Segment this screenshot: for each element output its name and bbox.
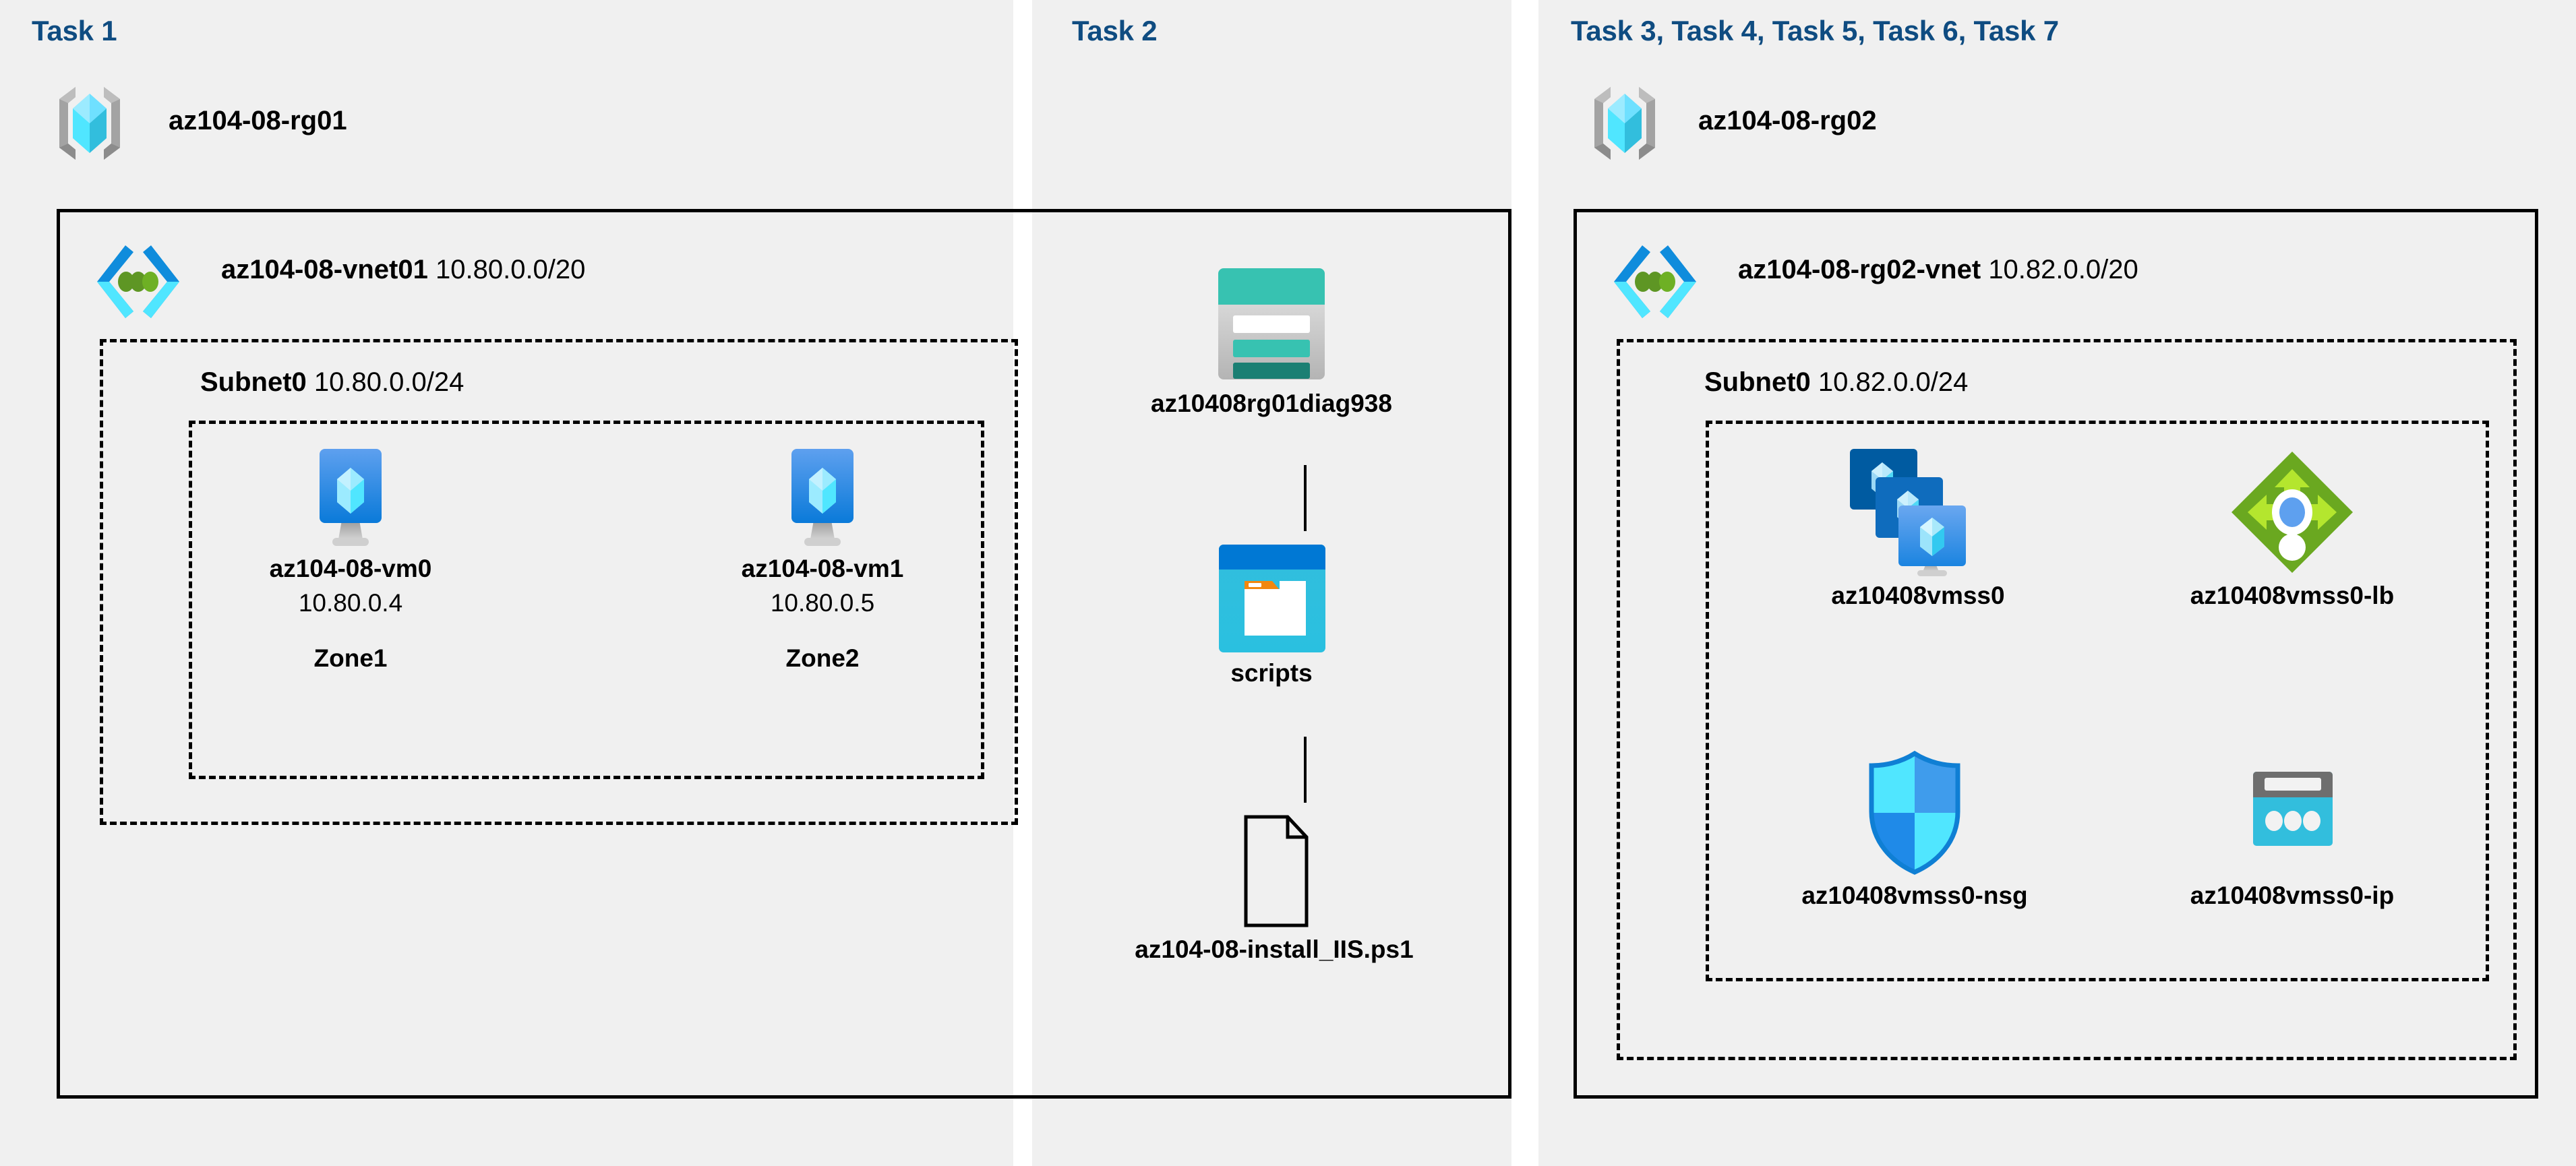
- file-document-node[interactable]: az104-08-install_IIS.ps1: [1038, 812, 1510, 966]
- panel-task1-background: [0, 0, 1013, 1166]
- subnet-box-task3-7: [1617, 339, 2517, 1060]
- storage-account-node[interactable]: az10408rg01diag938: [1062, 263, 1480, 420]
- vm-node-1-zone: Zone2: [785, 644, 860, 672]
- network-security-group-icon: [1766, 748, 2063, 880]
- vm-node-0-zone: Zone1: [313, 644, 388, 672]
- vm-node-1-ip: 10.80.0.5: [770, 589, 875, 617]
- subnet-label-task1: Subnet0 10.80.0.0/24: [200, 367, 464, 398]
- connector-scripts-to-file: [1304, 737, 1307, 803]
- resource-group-icon: [1588, 84, 1662, 162]
- public-ip-address-name: az10408vmss0-ip: [2190, 882, 2395, 909]
- subnet-resources-box: [1706, 421, 2489, 981]
- subnet-label-task3-7: Subnet0 10.82.0.0/24: [1704, 367, 1968, 398]
- file-document-name: az104-08-install_IIS.ps1: [1135, 935, 1414, 963]
- virtual-machine-icon: [233, 445, 469, 553]
- vnet-label-task1: az104-08-vnet01 10.80.0.0/20: [221, 255, 585, 285]
- resource-group-name: az104-08-rg01: [169, 106, 347, 135]
- virtual-network-icon: [94, 241, 182, 322]
- connector-storage-to-scripts: [1304, 465, 1307, 531]
- vnet-cidr: 10.82.0.0/20: [1988, 255, 2138, 284]
- subnet-cidr: 10.82.0.0/24: [1818, 367, 1969, 397]
- load-balancer-icon: [2144, 445, 2440, 580]
- subnet-name: Subnet0: [1704, 367, 1811, 397]
- network-security-group-node[interactable]: az10408vmss0-nsg: [1766, 748, 2063, 912]
- public-ip-address-icon: [2144, 748, 2440, 880]
- vm-node-0[interactable]: az104-08-vm0 10.80.0.4 Zone1: [233, 445, 469, 673]
- blob-container-node[interactable]: scripts: [1062, 539, 1480, 689]
- subnet-box-task1: [100, 339, 1018, 825]
- vm-node-1[interactable]: az104-08-vm1 10.80.0.5 Zone2: [705, 445, 940, 673]
- vm-node-0-ip: 10.80.0.4: [298, 589, 403, 617]
- vnet-box-task3-7: [1574, 209, 2538, 1099]
- file-document-icon: [1038, 812, 1510, 933]
- load-balancer-name: az10408vmss0-lb: [2190, 582, 2395, 609]
- vnet-cidr: 10.80.0.0/20: [435, 255, 586, 284]
- task3-7-title: Task 3, Task 4, Task 5, Task 6, Task 7: [1571, 15, 2059, 47]
- virtual-network-icon: [1611, 241, 1699, 322]
- vnet-name: az104-08-rg02-vnet: [1738, 255, 1981, 284]
- vnet-name: az104-08-vnet01: [221, 255, 428, 284]
- virtual-machine-icon: [705, 445, 940, 553]
- blob-container-icon: [1062, 539, 1480, 657]
- network-security-group-name: az10408vmss0-nsg: [1801, 882, 2028, 909]
- storage-account-icon: [1062, 263, 1480, 388]
- subnet-name: Subnet0: [200, 367, 307, 397]
- load-balancer-node[interactable]: az10408vmss0-lb: [2144, 445, 2440, 612]
- subnet-cidr: 10.80.0.0/24: [313, 367, 465, 397]
- storage-account-name: az10408rg01diag938: [1151, 390, 1392, 417]
- vnet-box-task1: [57, 209, 1511, 1099]
- resource-group-label: az104-08-rg02: [1698, 106, 1877, 136]
- vm-node-0-name: az104-08-vm0: [269, 555, 432, 582]
- vm-scale-set-node[interactable]: az10408vmss0: [1773, 445, 2063, 612]
- resource-group-name: az104-08-rg02: [1698, 106, 1877, 135]
- vm-scale-set-name: az10408vmss0: [1831, 582, 2005, 609]
- blob-container-name: scripts: [1230, 659, 1313, 687]
- vnet-label-task3-7: az104-08-rg02-vnet 10.82.0.0/20: [1738, 255, 2138, 285]
- vm-node-1-name: az104-08-vm1: [741, 555, 904, 582]
- task1-title: Task 1: [32, 15, 117, 47]
- public-ip-address-node[interactable]: az10408vmss0-ip: [2144, 748, 2440, 912]
- vm-scale-set-icon: [1773, 445, 2063, 580]
- panel-task3-7-background: [1538, 0, 2576, 1166]
- availability-zones-box: [189, 421, 984, 779]
- task2-title: Task 2: [1072, 15, 1158, 47]
- resource-group-icon: [53, 84, 127, 162]
- resource-group-label: az104-08-rg01: [169, 106, 347, 136]
